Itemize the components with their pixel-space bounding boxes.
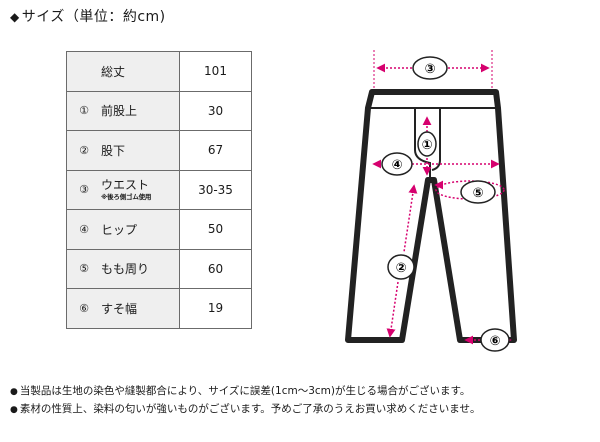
measure-hip: ④ [372, 152, 500, 176]
row-label: 股下 [101, 143, 126, 158]
bullet: ● [10, 387, 18, 397]
row-label: 前股上 [101, 104, 138, 119]
row-label: すそ幅 [101, 301, 138, 316]
measure-thigh: ⑤ [434, 180, 505, 204]
measure-inseam: ② [386, 184, 418, 338]
size-heading-text: サイズ（単位：約cm) [21, 9, 166, 25]
diamond-marker: ◆ [10, 10, 20, 24]
row-number: ① [79, 104, 89, 118]
table-row: ④ ヒップ 50 [66, 209, 252, 250]
table-row: ① 前股上 30 [66, 90, 252, 131]
row-label: ヒップ [101, 222, 138, 237]
bullet: ● [10, 405, 18, 415]
row-value: 50 [179, 209, 252, 250]
row-value: 30 [179, 90, 252, 131]
marker-1: ① [421, 138, 432, 153]
table-row: ⑥ すそ幅 19 [66, 288, 252, 329]
row-value: 101 [179, 51, 252, 92]
note-line: ●素材の性質上、染料の匂いが強いものがございます。予めご了承のうえお買い求めくだ… [10, 403, 481, 415]
table-row: ③ ウエスト※後ろ側ゴム使用 30-35 [66, 169, 252, 210]
marker-5: ⑤ [472, 186, 483, 201]
row-value: 30-35 [179, 169, 252, 210]
row-value: 60 [179, 248, 252, 289]
row-number: ④ [79, 222, 89, 236]
row-number: ② [79, 143, 89, 157]
table-row: ② 股下 67 [66, 130, 252, 171]
table-row: 総丈 101 [66, 51, 252, 92]
size-table: 総丈 101 ① 前股上 30 ② 股下 67 ③ ウエスト※後ろ側ゴム使用 30-3… [66, 51, 252, 329]
notes: ●当製品は生地の染色や縫製都合により、サイズに誤差(1cm～3cm)が生じる場合… [10, 383, 481, 419]
marker-2: ② [395, 261, 406, 276]
row-note: ※後ろ側ゴム使用 [101, 193, 152, 202]
table-row: ⑤ もも周り 60 [66, 248, 252, 289]
row-number: ⑥ [79, 301, 89, 315]
measure-waist: ③ [373, 50, 493, 88]
row-value: 67 [179, 130, 252, 171]
row-number: ⑤ [79, 262, 89, 276]
measure-front-rise: ① [417, 116, 437, 176]
pants-outline [345, 89, 517, 343]
size-heading: ◆サイズ（単位：約cm) [10, 6, 166, 26]
pants-diagram: ③ ① ④ ⑤ ② ⑥ [345, 50, 517, 352]
marker-6: ⑥ [489, 334, 500, 349]
row-label: 総丈 [101, 64, 126, 79]
marker-4: ④ [391, 158, 402, 173]
measure-hem: ⑥ [464, 328, 510, 352]
row-label: もも周り [101, 262, 150, 277]
note-line: ●当製品は生地の染色や縫製都合により、サイズに誤差(1cm～3cm)が生じる場合… [10, 385, 471, 397]
row-value: 19 [179, 288, 252, 329]
marker-3: ③ [424, 62, 435, 77]
row-label: ウエスト [101, 178, 150, 193]
row-number: ③ [79, 183, 89, 197]
